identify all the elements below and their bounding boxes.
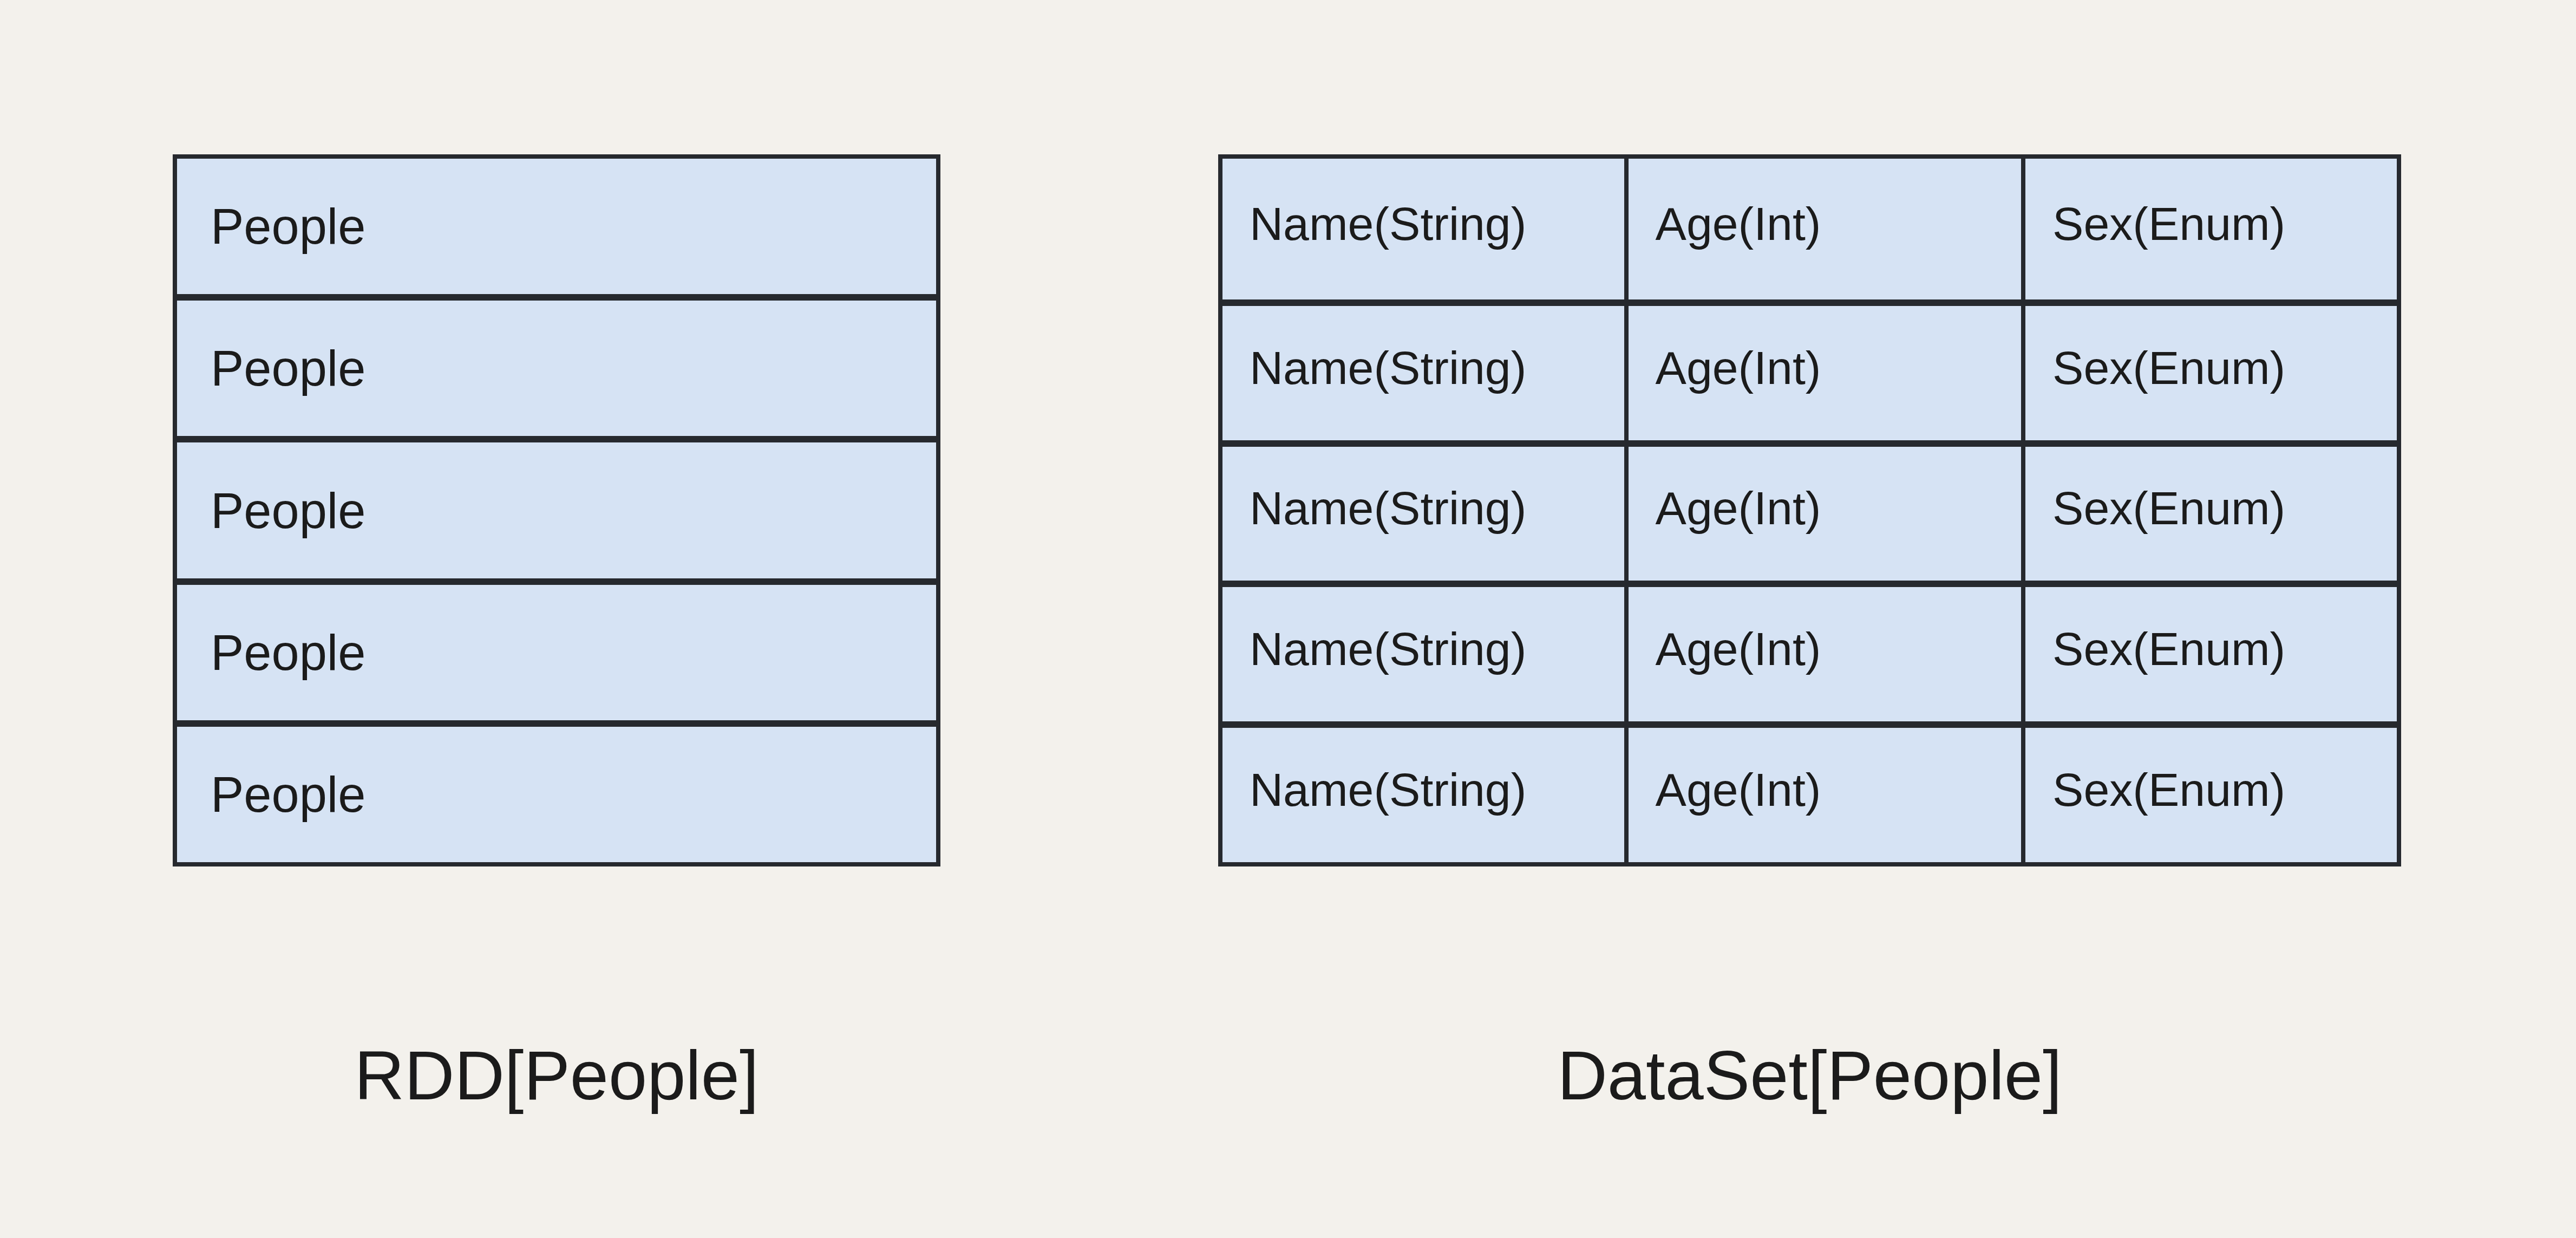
dataset-cell-text: Age(Int) (1656, 344, 1821, 391)
dataset-cell: Name(String) (1222, 159, 1624, 299)
dataset-cell: Age(Int) (1624, 159, 2022, 299)
dataset-cell-text: Age(Int) (1656, 200, 1821, 247)
dataset-cell-text: Sex(Enum) (2052, 344, 2285, 391)
dataset-cell: Name(String) (1222, 581, 1624, 721)
rdd-row-text: People (211, 343, 365, 393)
rdd-row-text: People (211, 770, 365, 819)
dataset-cell-text: Age(Int) (1656, 485, 1821, 531)
dataset-table: Name(String) Age(Int) Sex(Enum) Name(Str… (1218, 154, 2401, 866)
dataset-cell-text: Name(String) (1250, 766, 1526, 813)
dataset-cell-text: Name(String) (1250, 625, 1526, 672)
rdd-row: People (177, 294, 936, 436)
dataset-cell-text: Name(String) (1250, 200, 1526, 247)
dataset-cell: Sex(Enum) (2021, 721, 2397, 862)
dataset-cell: Sex(Enum) (2021, 440, 2397, 581)
dataset-cell: Sex(Enum) (2021, 159, 2397, 299)
dataset-cell-text: Sex(Enum) (2052, 485, 2285, 531)
dataset-cell-text: Age(Int) (1656, 625, 1821, 672)
rdd-row-text: People (211, 486, 365, 536)
dataset-cell: Age(Int) (1624, 721, 2022, 862)
dataset-cell: Name(String) (1222, 721, 1624, 862)
dataset-cell: Age(Int) (1624, 299, 2022, 440)
rdd-row: People (177, 720, 936, 862)
rdd-row: People (177, 578, 936, 720)
dataset-cell-text: Sex(Enum) (2052, 625, 2285, 672)
dataset-table-label: DataSet[People] (1218, 1041, 2401, 1110)
dataset-cell-text: Age(Int) (1656, 766, 1821, 813)
dataset-cell-text: Sex(Enum) (2052, 766, 2285, 813)
rdd-table-label: RDD[People] (173, 1041, 940, 1110)
dataset-cell: Sex(Enum) (2021, 299, 2397, 440)
dataset-cell: Name(String) (1222, 299, 1624, 440)
dataset-cell: Age(Int) (1624, 581, 2022, 721)
rdd-row-text: People (211, 201, 365, 251)
dataset-cell: Name(String) (1222, 440, 1624, 581)
dataset-cell-text: Sex(Enum) (2052, 200, 2285, 247)
rdd-row: People (177, 159, 936, 294)
rdd-table: People People People People People (173, 154, 940, 866)
dataset-cell: Sex(Enum) (2021, 581, 2397, 721)
dataset-cell-text: Name(String) (1250, 485, 1526, 531)
rdd-row: People (177, 436, 936, 578)
dataset-cell-text: Name(String) (1250, 344, 1526, 391)
dataset-cell: Age(Int) (1624, 440, 2022, 581)
rdd-row-text: People (211, 628, 365, 677)
